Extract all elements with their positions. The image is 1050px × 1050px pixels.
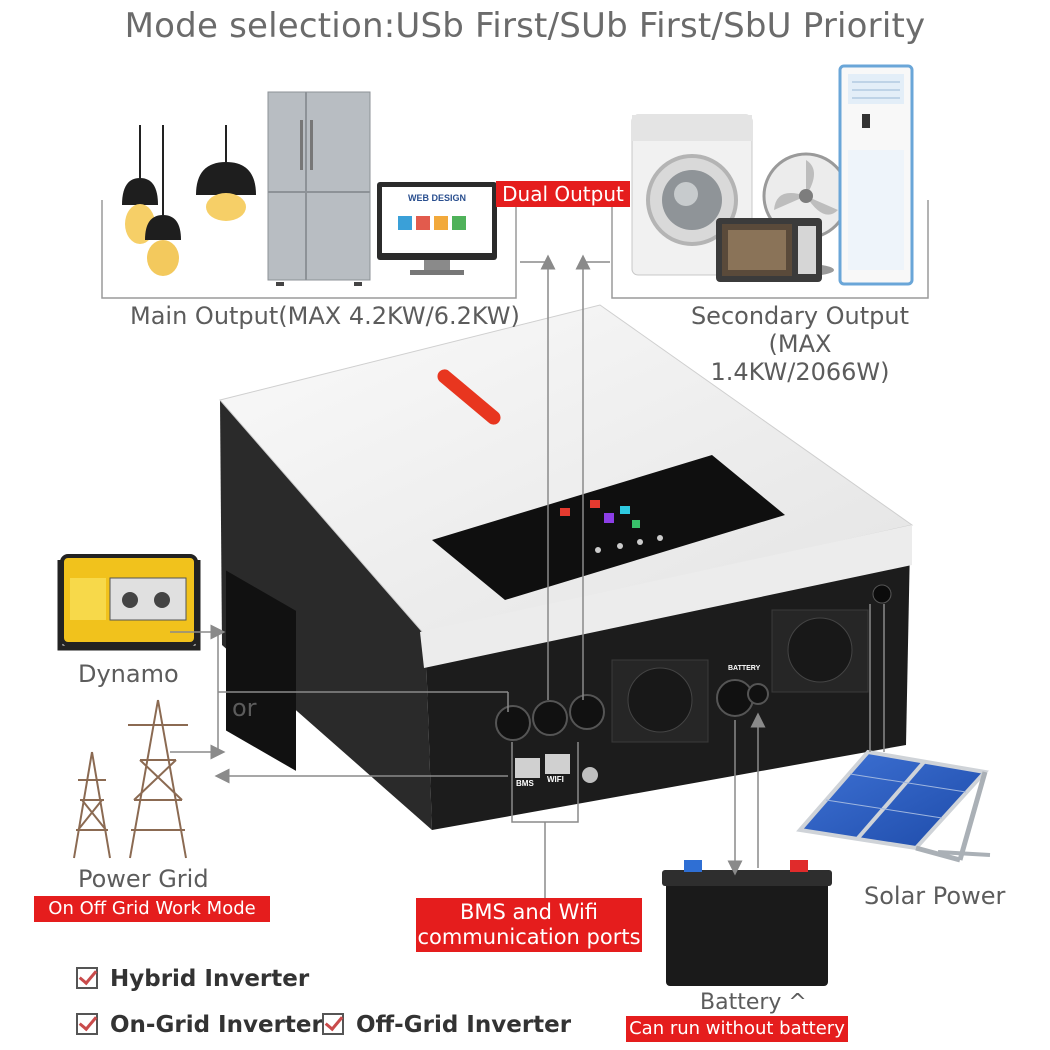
computer-monitor-image <box>377 182 497 275</box>
feature-on-grid-inverter: On-Grid Inverter <box>76 1012 323 1038</box>
monitor-screen-text: WEB DESIGN <box>407 193 466 203</box>
or-caption: or <box>232 694 257 722</box>
refrigerator-image <box>267 91 371 286</box>
generator-image <box>57 554 201 651</box>
feature-off-grid-inverter: Off-Grid Inverter <box>322 1012 571 1038</box>
dynamo-caption: Dynamo <box>78 660 179 688</box>
air-conditioner-image <box>838 64 914 286</box>
main-output-caption: Main Output(MAX 4.2KW/6.2KW) <box>130 302 520 330</box>
feature-label: Hybrid Inverter <box>110 966 310 992</box>
secondary-output-caption: Secondary Output (MAX 1.4KW/2066W) <box>680 302 920 386</box>
bms-wifi-line2: communication ports <box>417 925 641 949</box>
bms-port-label: BMS <box>516 779 534 788</box>
power-grid-towers-image <box>73 699 188 859</box>
battery-caption: Battery ^ <box>700 990 807 1015</box>
checkbox-checked-icon <box>76 1013 98 1035</box>
feature-label: On-Grid Inverter <box>110 1012 323 1038</box>
dual-output-label: Dual Output <box>496 181 630 207</box>
can-run-without-battery-label: Can run without battery <box>626 1016 848 1042</box>
battery-image <box>662 860 832 986</box>
connection-lines <box>170 254 885 902</box>
feature-label: Off-Grid Inverter <box>356 1012 572 1038</box>
main-output-bracket <box>101 200 517 299</box>
solar-power-caption: Solar Power <box>864 882 1006 910</box>
solar-panels-image <box>796 749 991 863</box>
hybrid-inverter-image <box>219 304 914 830</box>
checkbox-checked-icon <box>322 1013 344 1035</box>
pendant-lamps-image <box>122 125 256 276</box>
bms-wifi-line1: BMS and Wifi <box>459 900 599 924</box>
microwave-image <box>716 218 822 282</box>
power-grid-caption: Power Grid <box>78 865 209 893</box>
on-off-grid-label: On Off Grid Work Mode <box>34 896 270 922</box>
secondary-output-bracket <box>611 200 929 299</box>
secondary-output-line2: (MAX 1.4KW/2066W) <box>710 330 890 386</box>
secondary-output-line1: Secondary Output <box>690 302 910 330</box>
feature-hybrid-inverter: Hybrid Inverter <box>76 966 309 992</box>
page-title: Mode selection:USb First/SUb First/SbU P… <box>124 6 926 46</box>
battery-port-label: BATTERY <box>728 665 761 672</box>
wifi-port-label: WIFI <box>547 775 564 784</box>
checkbox-checked-icon <box>76 967 98 989</box>
bms-wifi-label: BMS and Wifi communication ports <box>416 898 642 952</box>
